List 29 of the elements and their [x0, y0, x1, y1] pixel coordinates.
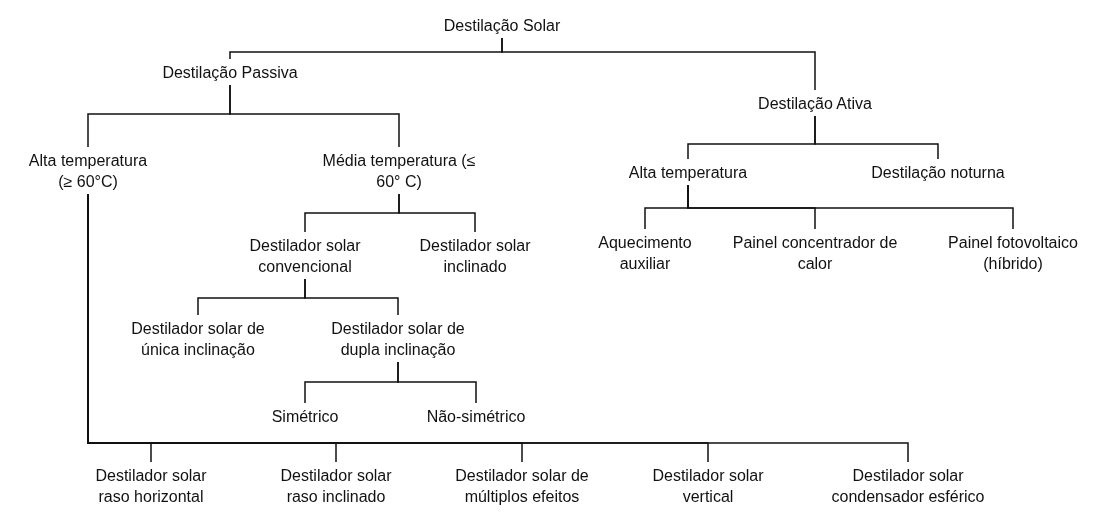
node-label: Destilador solar raso horizontal — [94, 466, 208, 507]
node-label: Destilador solar raso inclinado — [279, 466, 393, 507]
node-label: Alta temperatura (≥ 60°C) — [27, 151, 149, 192]
node-label: Destilação Solar — [443, 16, 561, 36]
node-label: Destilador solar de dupla inclinação — [330, 319, 466, 360]
node-label: Média temperatura (≤ 60° C) — [321, 151, 477, 192]
connector-line — [687, 184, 1014, 230]
node-label: Não-simétrico — [426, 407, 526, 427]
node-label: Destilador solar condensador esférico — [830, 466, 986, 507]
connector-line — [304, 278, 399, 316]
node-label: Simétrico — [271, 407, 339, 427]
node-label: Painel concentrador de calor — [732, 233, 898, 274]
node-label: Destilador solar vertical — [651, 466, 765, 507]
node-label: Destilador solar de única inclinação — [130, 319, 266, 360]
connector-line — [814, 115, 939, 160]
connector-line — [229, 84, 400, 148]
node-label: Destilador solar inclinado — [418, 236, 532, 277]
connector-line — [398, 193, 476, 233]
node-label: Painel fotovoltaico (híbrido) — [947, 233, 1079, 274]
node-label: Aquecimento auxiliar — [597, 233, 693, 274]
node-label: Destilação Ativa — [758, 94, 872, 114]
node-label: Destilador solar convencional — [248, 236, 362, 277]
node-label: Destilação noturna — [871, 163, 1005, 183]
node-label: Destilação Passiva — [162, 63, 298, 83]
node-label: Destilador solar de múltiplos efeitos — [454, 466, 590, 507]
connector-line — [397, 361, 477, 404]
node-label: Alta temperatura — [628, 163, 748, 183]
connector-line — [87, 193, 909, 463]
connector-line — [501, 37, 816, 91]
